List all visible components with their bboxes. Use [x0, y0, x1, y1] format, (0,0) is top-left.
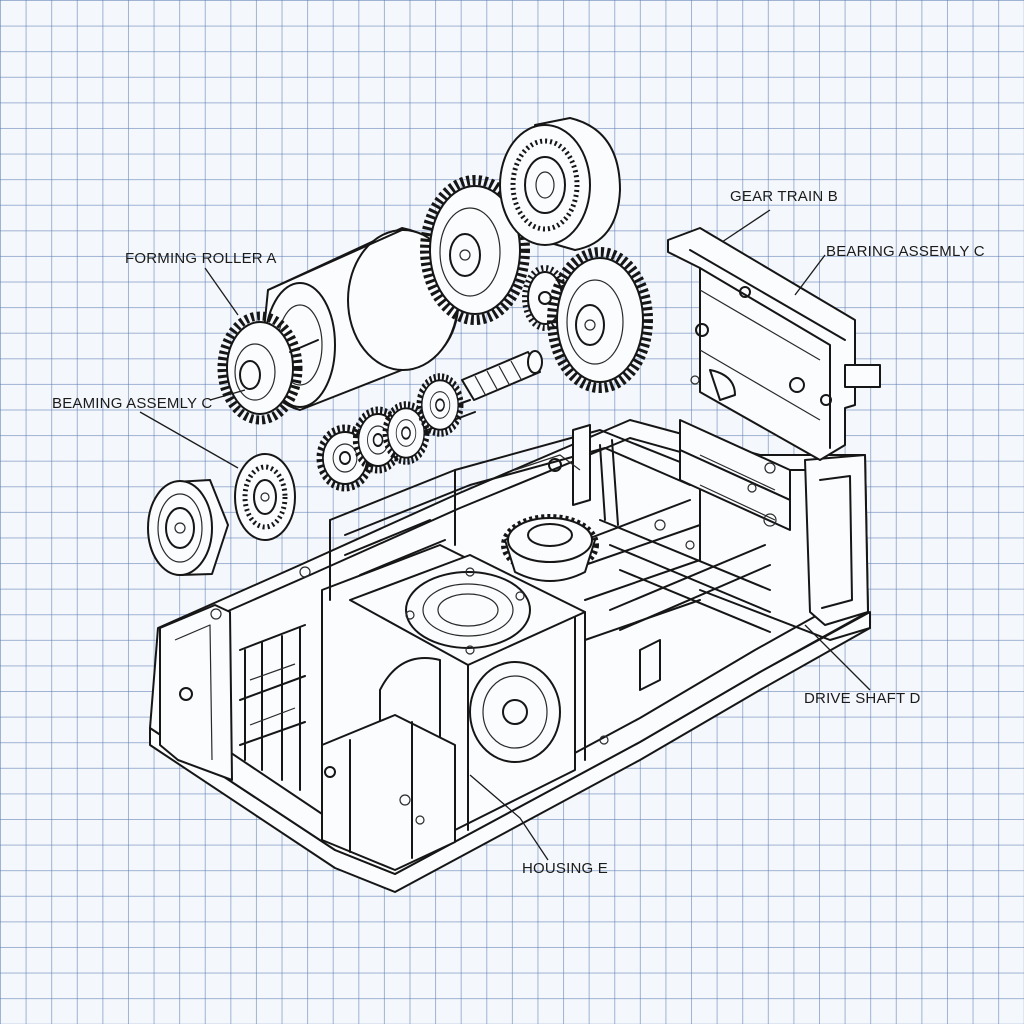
label-housing: HOUSING E — [522, 860, 608, 877]
label-gear-train: GEAR TRAIN B — [730, 188, 838, 205]
gear-train — [420, 175, 653, 393]
bearing-bracket — [667, 227, 881, 461]
top-roller-bearing — [499, 117, 621, 251]
label-bearing-assembly: BEARING ASSEMLY C — [826, 243, 985, 260]
small-gear-shaft — [320, 350, 543, 488]
housing-base-plate — [149, 375, 871, 893]
leader-lines — [139, 209, 871, 861]
bearing-left-inner — [234, 453, 296, 541]
label-forming-roller: FORMING ROLLER A — [125, 250, 277, 267]
label-beaming-assembly: BEAMING ASSEMLY C — [52, 395, 213, 412]
bearing-left-outer — [147, 479, 229, 576]
label-drive-shaft: DRIVE SHAFT D — [804, 690, 921, 707]
